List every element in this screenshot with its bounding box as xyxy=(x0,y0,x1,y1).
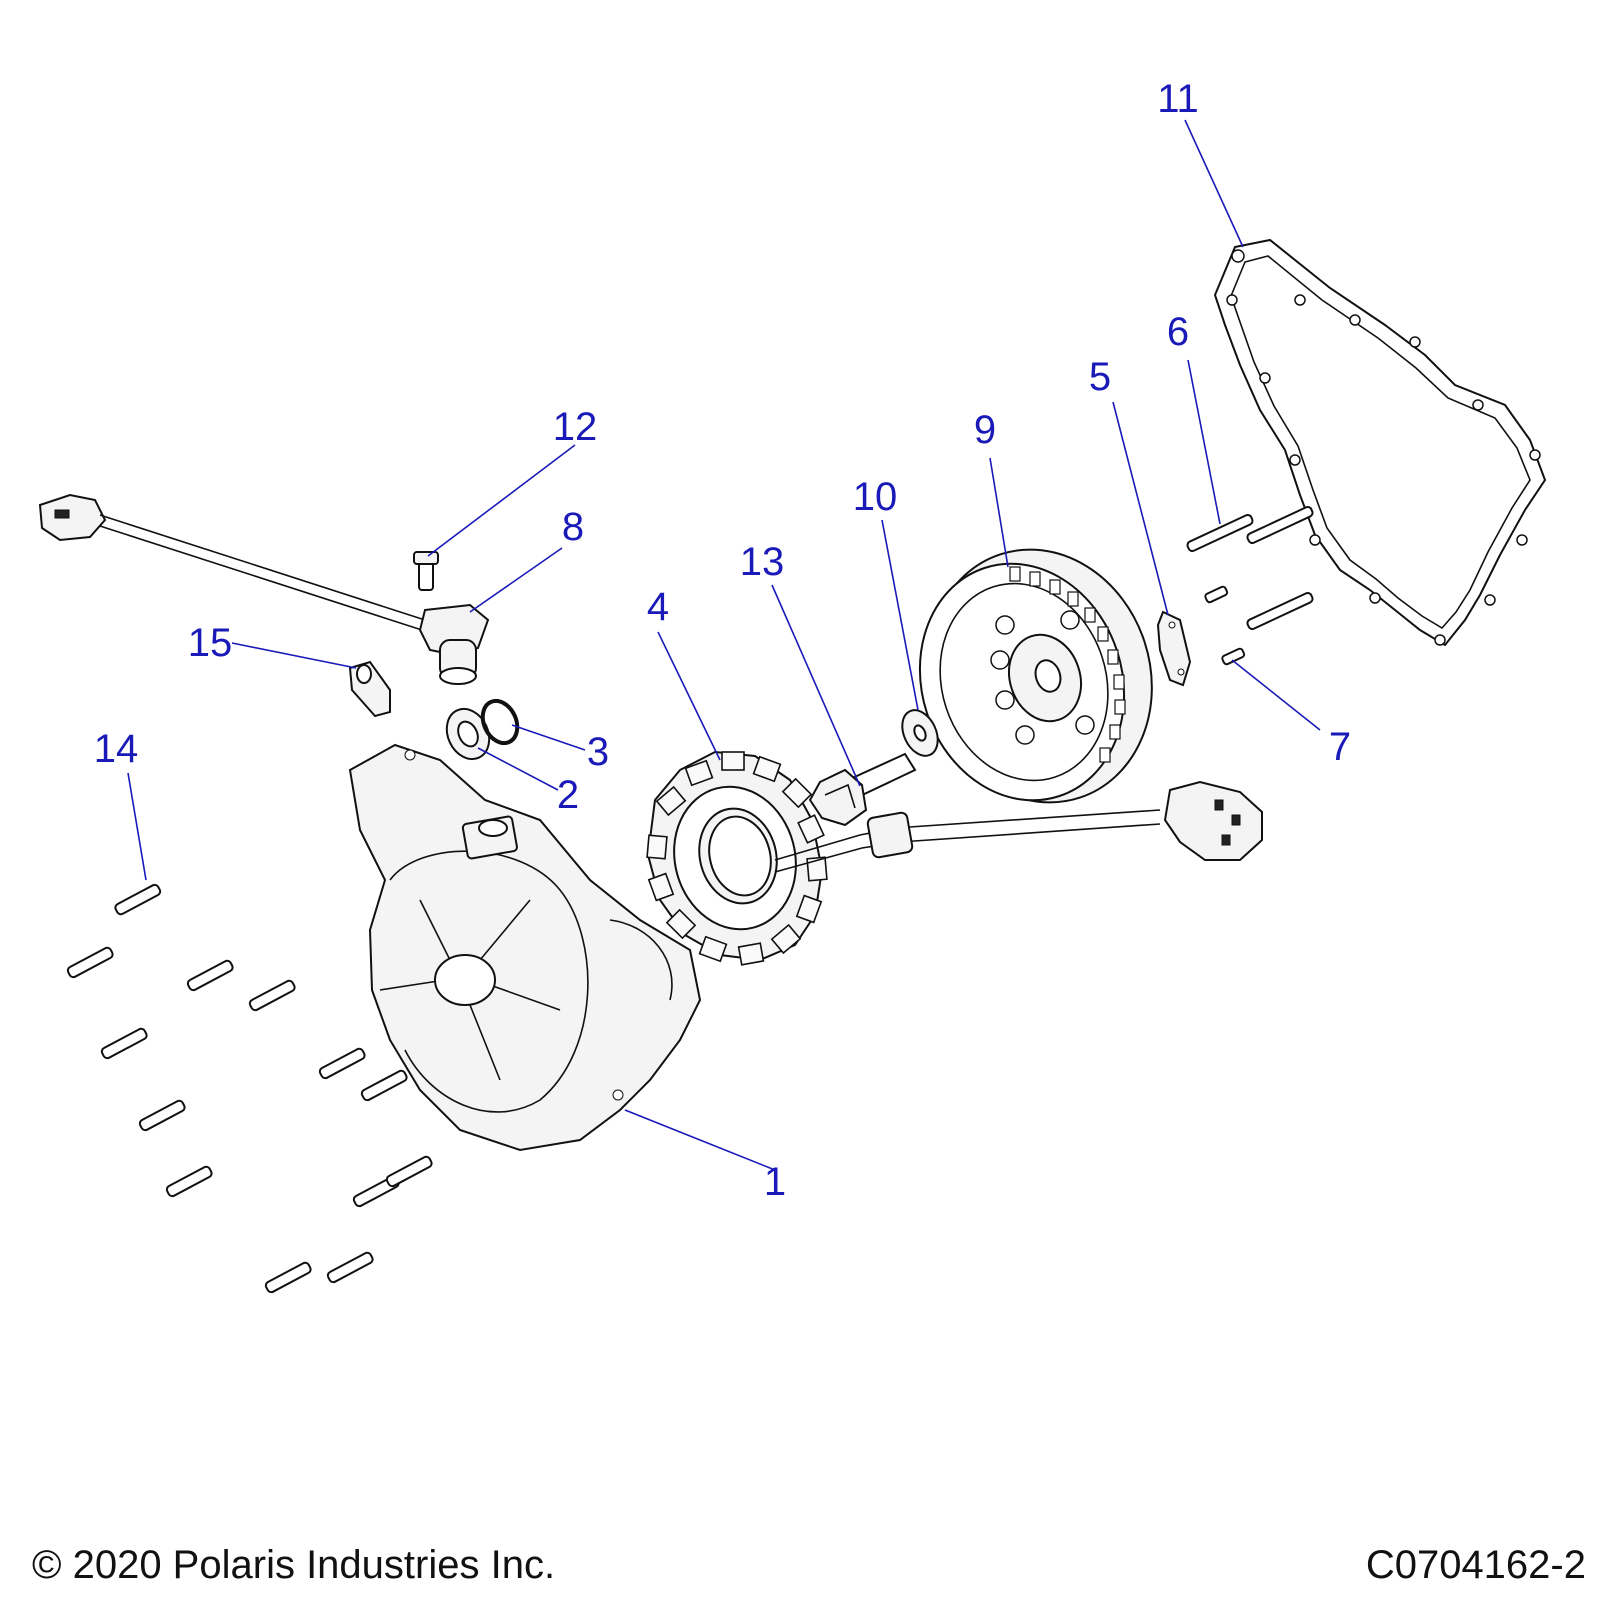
callout-labels: 1 2 3 4 5 6 7 8 9 10 11 12 13 14 15 xyxy=(94,77,1351,1204)
bolts xyxy=(1186,505,1314,631)
leader-5 xyxy=(1112,401,1169,616)
snap-ring xyxy=(480,698,520,746)
callout-7: 7 xyxy=(1329,725,1351,769)
leader-13 xyxy=(771,584,861,787)
washer xyxy=(901,709,939,757)
cable-clamp xyxy=(348,660,391,718)
crank-position-sensor xyxy=(38,493,490,685)
callout-2: 2 xyxy=(557,773,579,817)
sensor-plate xyxy=(1156,610,1192,687)
figure-number: C0704162-2 xyxy=(1365,1543,1586,1587)
callout-5: 5 xyxy=(1089,355,1111,399)
leader-4 xyxy=(657,631,721,761)
callout-15: 15 xyxy=(188,621,233,665)
leader-9 xyxy=(989,457,1009,568)
leader-10 xyxy=(881,519,919,711)
leader-3 xyxy=(511,724,586,751)
callout-14: 14 xyxy=(94,727,139,771)
leader-2 xyxy=(477,747,559,791)
leader-12 xyxy=(427,444,576,557)
leader-6 xyxy=(1187,359,1221,525)
cover-bolts xyxy=(66,883,433,1294)
bearing xyxy=(445,707,491,761)
small-screws xyxy=(1204,585,1246,666)
leader-1 xyxy=(624,1109,776,1171)
leader-7 xyxy=(1231,659,1321,731)
gasket xyxy=(1213,238,1547,647)
callout-12: 12 xyxy=(553,405,598,449)
flywheel xyxy=(918,548,1153,804)
callout-13: 13 xyxy=(740,540,785,584)
callout-6: 6 xyxy=(1167,310,1189,354)
callout-10: 10 xyxy=(853,475,898,519)
leader-8 xyxy=(469,547,563,613)
stator-cover xyxy=(348,743,702,1152)
callout-3: 3 xyxy=(587,730,609,774)
callout-8: 8 xyxy=(562,505,584,549)
sensor-bolt xyxy=(413,551,439,591)
callout-9: 9 xyxy=(974,408,996,452)
leader-lines xyxy=(127,119,1321,1171)
callout-1: 1 xyxy=(764,1160,786,1204)
copyright-notice: © 2020 Polaris Industries Inc. xyxy=(32,1543,556,1587)
callout-4: 4 xyxy=(647,585,669,629)
callout-11: 11 xyxy=(1157,77,1199,121)
flywheel-bolt xyxy=(808,752,917,827)
stator xyxy=(646,750,1263,966)
leader-11 xyxy=(1184,119,1244,248)
leader-14 xyxy=(127,772,147,881)
leader-15 xyxy=(231,642,357,669)
